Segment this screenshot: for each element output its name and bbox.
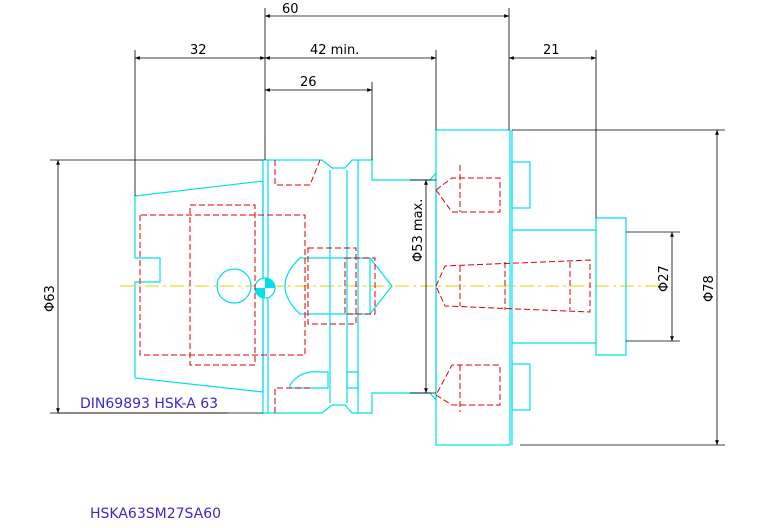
hidden-lines: [139, 159, 591, 413]
dim-diameter-27: Φ27: [657, 265, 672, 292]
part-code: HSKA63SM27SA60: [90, 506, 221, 522]
dim-total-length: 60: [282, 2, 299, 17]
reference-point-fill: [255, 278, 275, 298]
dim-diameter-63: Φ63: [43, 285, 58, 312]
dim-diameter-78: Φ78: [702, 275, 717, 302]
dim-shank-length: 32: [190, 43, 207, 58]
dim-diameter-53-max: Φ53 max.: [411, 199, 426, 262]
dim-nut-length: 21: [543, 43, 560, 58]
dim-min-length: 42 min.: [310, 43, 359, 58]
standard-label: DIN69893 HSK-A 63: [80, 396, 218, 412]
dimension-lines: [50, 8, 725, 446]
dim-inner-length: 26: [300, 75, 317, 90]
part-outline: [134, 129, 627, 446]
